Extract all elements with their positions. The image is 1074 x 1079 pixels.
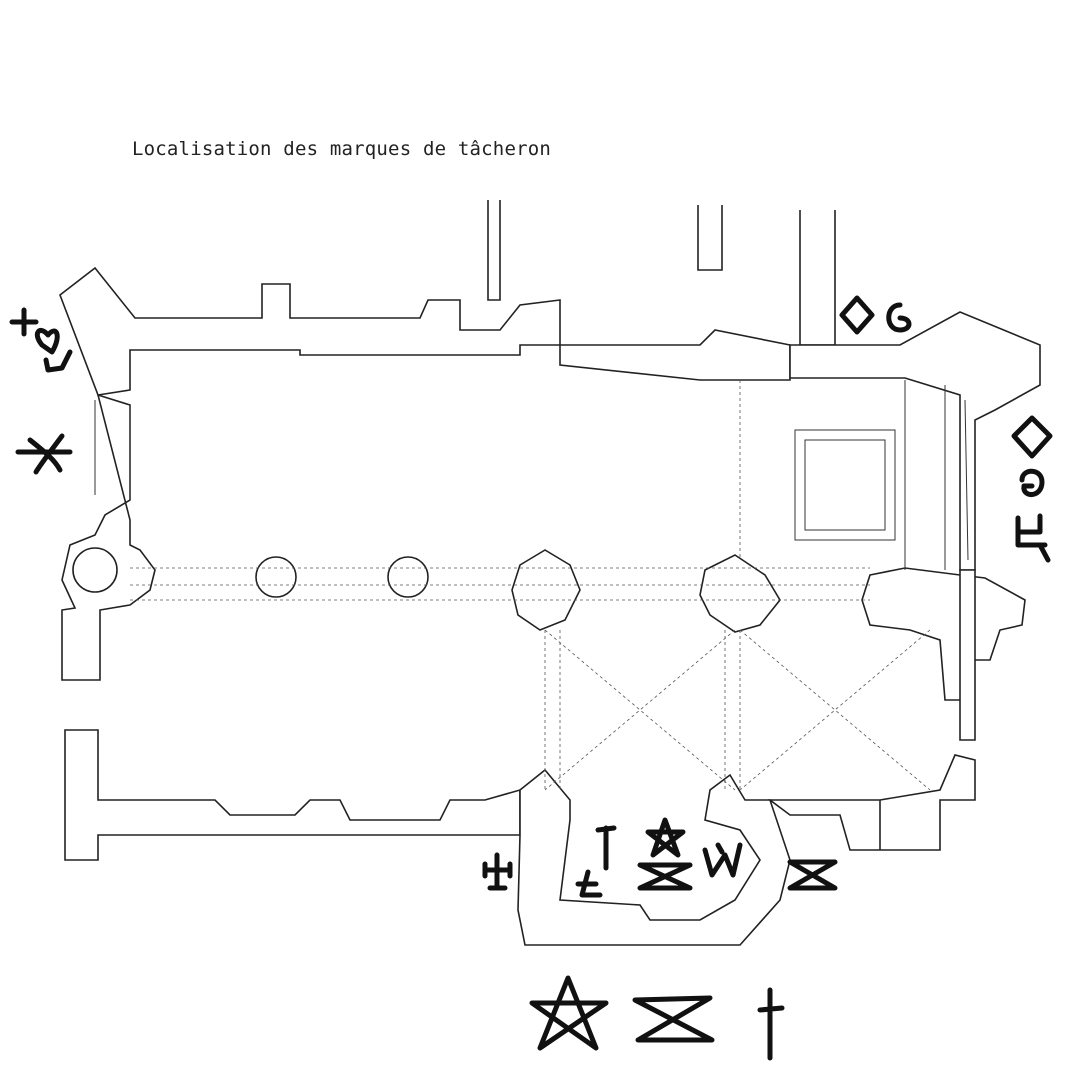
cross-pommee-mark bbox=[482, 852, 513, 891]
hook-mark-west bbox=[43, 349, 73, 373]
chevron-x-mark bbox=[15, 433, 73, 475]
e-mark bbox=[575, 869, 603, 898]
vault-lines bbox=[94, 380, 969, 791]
hourglass-mark-transept bbox=[787, 859, 838, 891]
north-nave-wall-east bbox=[559, 329, 791, 381]
cross-mark-west bbox=[9, 307, 39, 337]
w-mark bbox=[702, 842, 743, 878]
plan-walls bbox=[59, 200, 1041, 946]
hourglass-mark-bottom bbox=[632, 995, 715, 1043]
south-transept bbox=[767, 754, 976, 851]
nave-pier-1 bbox=[255, 556, 297, 598]
south-chapel bbox=[517, 768, 791, 946]
diamond-mark-east bbox=[1011, 415, 1053, 459]
heart-mark-west bbox=[34, 328, 60, 355]
star-mark-chapel bbox=[645, 817, 686, 858]
cross-mark-bottom bbox=[757, 987, 785, 1061]
north-chapel-wall bbox=[487, 200, 836, 346]
crossing-pier-2 bbox=[699, 554, 781, 633]
crossing-pier-1 bbox=[511, 549, 581, 631]
diamond-mark-north bbox=[839, 295, 875, 335]
north-nave-wall bbox=[59, 266, 561, 396]
square-hook-mark bbox=[1015, 513, 1051, 563]
west-wall bbox=[61, 393, 156, 681]
pentagram-mark bbox=[529, 975, 609, 1051]
crossing-pier-3 bbox=[861, 567, 1026, 701]
diagram-title: Localisation des marques de tâcheron bbox=[132, 138, 552, 160]
south-nave-wall bbox=[64, 729, 521, 861]
spiral-stair bbox=[72, 547, 118, 593]
hook-mark-north bbox=[886, 302, 912, 333]
nave-pier-2 bbox=[387, 556, 429, 598]
east-wall bbox=[959, 569, 976, 741]
north-transept bbox=[789, 311, 1041, 571]
hourglass-mark-chapel bbox=[637, 862, 693, 891]
hook-mark-east bbox=[1019, 468, 1045, 497]
t-mark bbox=[595, 825, 617, 871]
mason-marks bbox=[9, 295, 1053, 1061]
